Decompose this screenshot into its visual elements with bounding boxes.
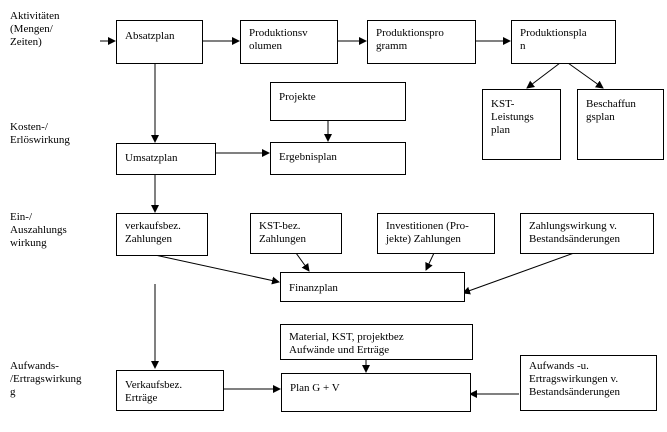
arrow-produktionsplan-to-kst-leistungsplan	[526, 62, 561, 89]
arrow-investitionen-to-finanzplan	[425, 252, 435, 271]
box-kst-bez-zahlungen: KST-bez. Zahlungen	[250, 213, 342, 254]
row-label-activities: Aktivitäten (Mengen/ Zeiten)	[10, 10, 60, 48]
row-label-expense-income: Aufwands- /Ertragswirkung g	[10, 360, 82, 398]
box-kst-leistungsplan: KST- Leistungs plan	[482, 89, 561, 160]
box-beschaffungsplan: Beschaffun gsplan	[577, 89, 664, 160]
box-produktionsplan: Produktionspla n	[511, 20, 616, 64]
arrow-produktionsplan-to-beschaffungsplan	[567, 62, 604, 89]
box-zahlungswirkung-bestand: Zahlungswirkung v. Bestandsänderungen	[520, 213, 654, 254]
box-aufwands-ertragswirkungen: Aufwands -u. Ertragswirkungen v. Bestand…	[520, 355, 657, 411]
box-finanzplan: Finanzplan	[280, 272, 465, 302]
box-verkaufsbez-zahlungen: verkaufsbez. Zahlungen	[116, 213, 208, 256]
row-label-cost-revenue: Kosten-/ Erlöswirkung	[10, 121, 70, 146]
arrow-verkaufsbez-zahlungen-to-finanzplan	[154, 254, 280, 285]
box-absatzplan: Absatzplan	[116, 20, 203, 64]
box-investitionen-zahlungen: Investitionen (Pro- jekte) Zahlungen	[377, 213, 495, 254]
box-verkaufsbez-ertraege: Verkaufsbez. Erträge	[116, 370, 224, 411]
box-umsatzplan: Umsatzplan	[116, 143, 216, 175]
box-material-kst-aufwaende: Material, KST, projektbez Aufwände und E…	[280, 324, 473, 360]
box-plan-gv: Plan G + V	[281, 373, 471, 412]
row-label-cash-flow: Ein-/ Auszahlungs wirkung	[10, 211, 67, 249]
box-ergebnisplan: Ergebnisplan	[270, 142, 406, 175]
box-produktionsprogramm: Produktionspro gramm	[367, 20, 476, 64]
arrow-zahlungswirkung-to-finanzplan	[462, 252, 575, 295]
box-produktionsvolumen: Produktionsv olumen	[240, 20, 338, 64]
arrow-kst-bez-zahlungen-to-finanzplan	[295, 252, 310, 272]
box-projekte: Projekte	[270, 82, 406, 121]
